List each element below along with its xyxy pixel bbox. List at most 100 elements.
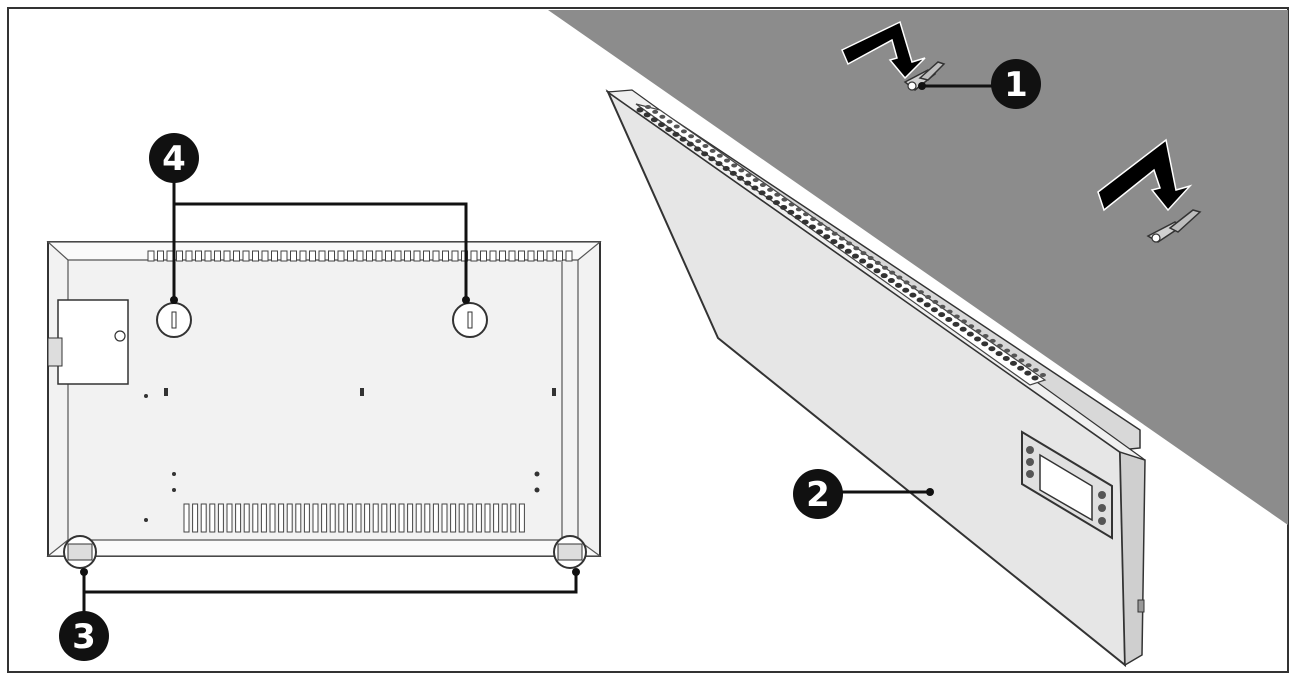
vent-hole (752, 178, 759, 183)
slot (501, 503, 508, 533)
slot (375, 250, 383, 262)
callout-4: 4 (149, 133, 199, 183)
vent-hole (680, 129, 687, 134)
vent-hole (652, 109, 659, 114)
slot (252, 503, 259, 533)
slot (321, 503, 328, 533)
vent-hole (803, 212, 809, 217)
slot (432, 250, 440, 262)
slot (518, 250, 525, 262)
vent-hole (866, 263, 874, 269)
slot (195, 250, 202, 262)
slot (480, 250, 487, 262)
vent-hole (636, 107, 644, 113)
control-button-icon (1026, 458, 1034, 466)
vent-hole (846, 241, 853, 246)
vent-hole (693, 146, 701, 152)
vent-hole (946, 309, 953, 314)
vent-hole (867, 256, 874, 261)
vent-hole (938, 312, 946, 318)
vent-hole (1009, 360, 1017, 366)
vent-hole (665, 126, 673, 132)
vent-hole (952, 321, 960, 327)
vent-hole (996, 343, 1003, 348)
slot (537, 250, 544, 262)
vent-hole (968, 324, 975, 329)
vent-hole (1018, 358, 1025, 363)
vent-hole (837, 243, 845, 249)
slot (226, 503, 233, 533)
vent-hole (1031, 375, 1039, 381)
bottom-vent-slots (183, 503, 525, 533)
heater-panel-back (46, 241, 602, 569)
control-button-icon (1098, 517, 1106, 525)
vent-hole (788, 202, 795, 207)
vent-hole (645, 105, 651, 109)
vent-hole (995, 351, 1003, 357)
vent-hole (744, 180, 752, 186)
vent-hole (945, 317, 953, 323)
slot (450, 503, 457, 533)
vent-hole (1032, 368, 1039, 373)
slot (489, 250, 497, 262)
vent-hole (981, 341, 989, 347)
vent-hole (666, 119, 673, 124)
slot (295, 503, 302, 533)
junction-box (47, 299, 129, 385)
vent-hole (729, 170, 737, 176)
slot (415, 503, 422, 533)
top-slots (147, 250, 573, 262)
slot (565, 250, 573, 262)
vent-hole (672, 131, 680, 137)
slot (493, 503, 500, 533)
slot (261, 250, 269, 262)
slot (183, 503, 190, 533)
slot (441, 503, 448, 533)
vent-hole (975, 329, 982, 334)
slot (223, 250, 231, 262)
mount-arrow-icon (1097, 138, 1193, 212)
vent-hole (758, 190, 766, 196)
vent-hole (724, 158, 730, 163)
slot (329, 503, 336, 533)
control-button-icon (1098, 491, 1106, 499)
callout-3: 3 (59, 611, 109, 661)
vent-hole (903, 280, 910, 285)
vent-hole (817, 221, 824, 226)
slot (312, 503, 319, 533)
slot (385, 250, 392, 262)
vent-hole (772, 200, 780, 206)
slot (458, 503, 465, 533)
vent-hole (896, 275, 903, 280)
slot (166, 250, 174, 262)
slot (204, 250, 212, 262)
vent-hole (831, 231, 838, 236)
vent-hole (673, 124, 680, 129)
vent-hole (882, 265, 888, 270)
slot (233, 250, 240, 262)
vent-hole (767, 187, 774, 192)
slot (260, 503, 267, 533)
vent-hole (643, 112, 651, 118)
vent-hole (895, 282, 903, 288)
vent-hole (823, 234, 831, 240)
vent-hole (780, 204, 788, 210)
slot (508, 250, 516, 262)
slot (475, 503, 482, 533)
vent-hole (1002, 356, 1010, 362)
slot (309, 250, 316, 262)
svg-text:1: 1 (1004, 65, 1028, 105)
slot (347, 250, 354, 262)
slot (356, 250, 364, 262)
slot (510, 503, 517, 533)
slot (280, 250, 288, 262)
slot (546, 250, 554, 262)
slot (556, 250, 563, 262)
slot (278, 503, 285, 533)
vent-hole (701, 151, 709, 157)
heater-panel-front (605, 89, 1146, 668)
vent-hole (910, 285, 917, 290)
vent-hole (808, 224, 816, 230)
slot (518, 503, 525, 533)
